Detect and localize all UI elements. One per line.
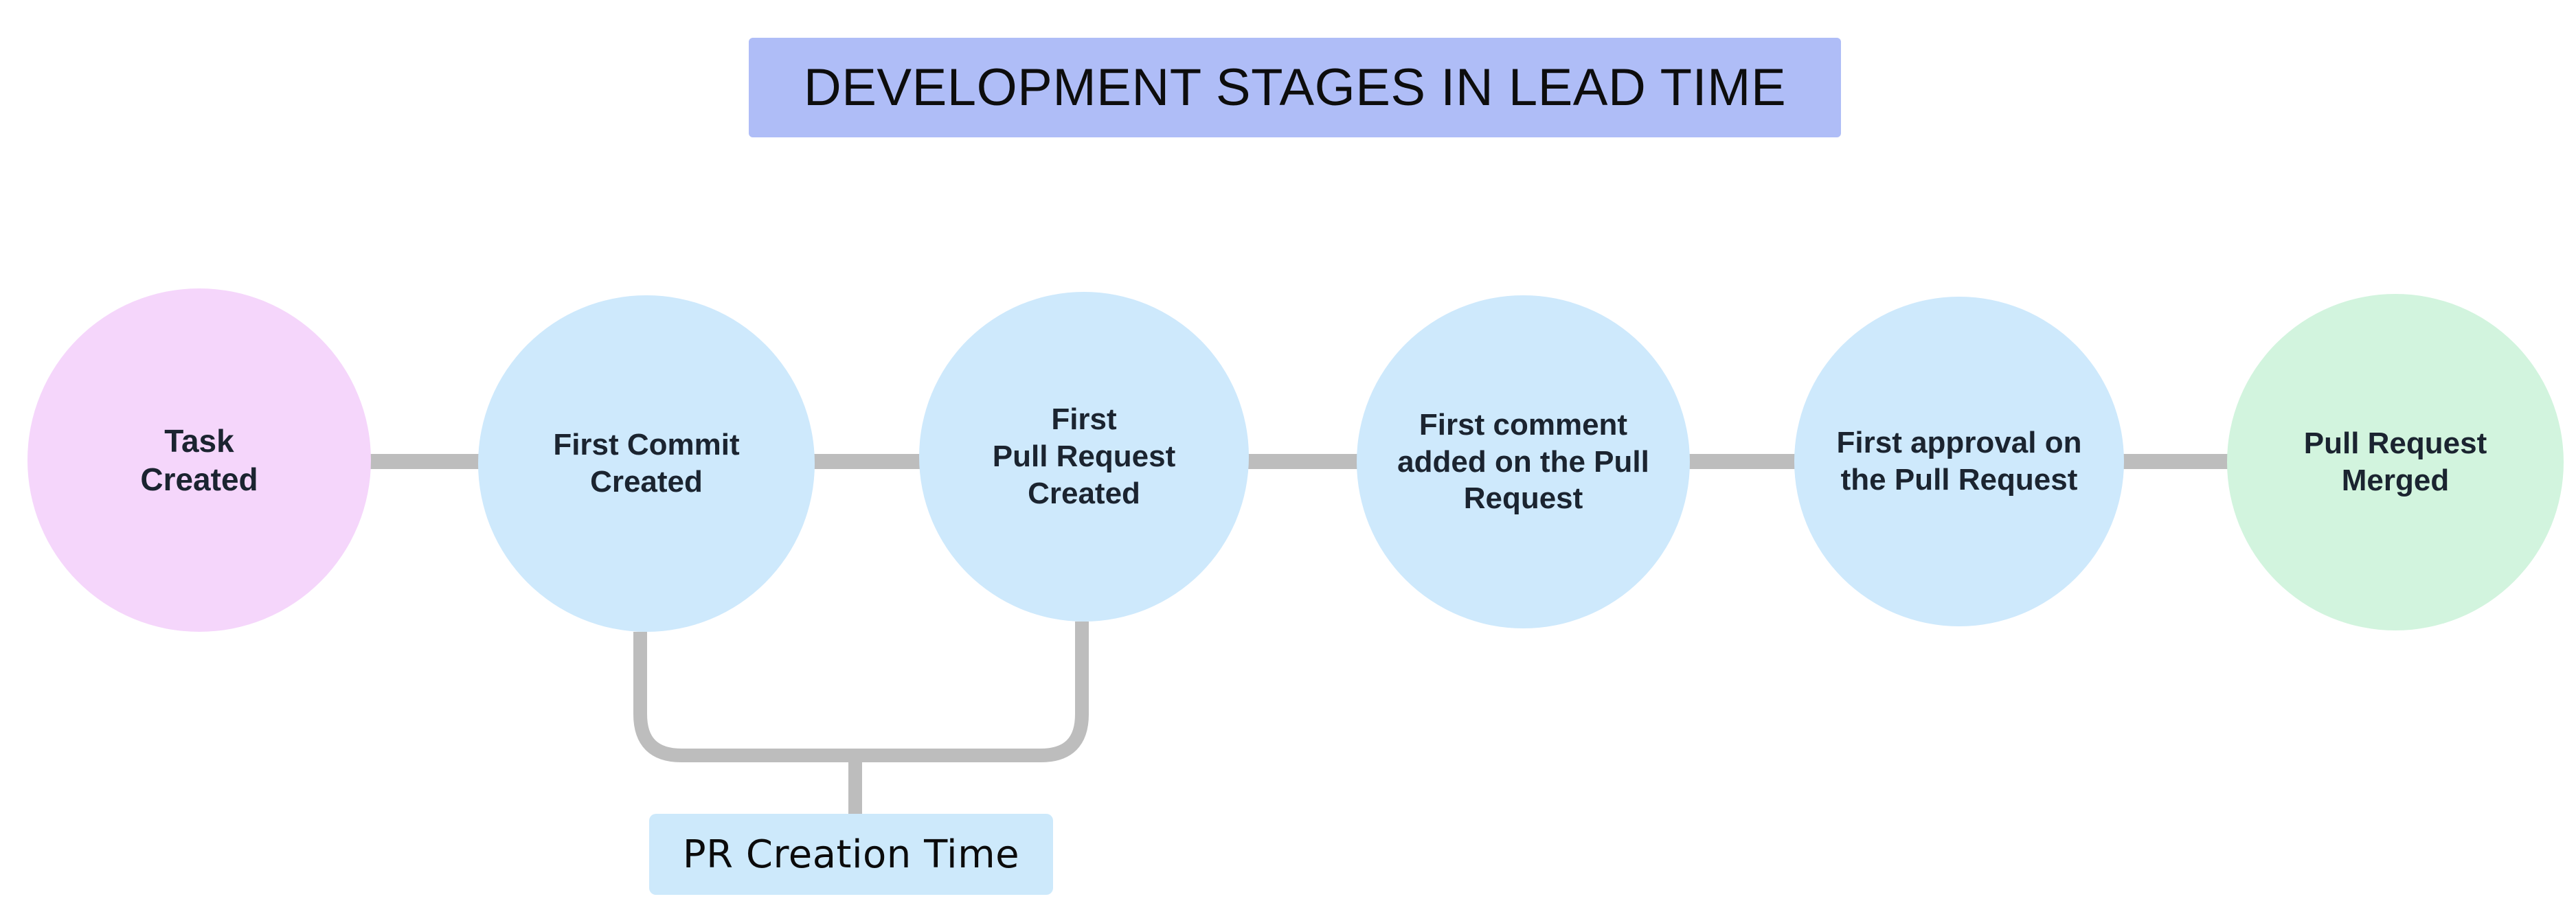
node-label: First Pull Request Created (992, 402, 1176, 510)
node-label: First approval on the Pull Request (1836, 426, 2082, 497)
node-label: Task Created (140, 422, 258, 497)
node-first-approval[interactable]: First approval on the Pull Request (1794, 297, 2124, 626)
annotation-label: PR Creation Time (682, 832, 1020, 877)
annotation-pr-creation-time[interactable]: PR Creation Time (649, 814, 1053, 895)
diagram-title-banner: DEVELOPMENT STAGES IN LEAD TIME (749, 38, 1841, 137)
node-label: Pull Request Merged (2303, 426, 2487, 497)
node-label: First Commit Created (553, 428, 740, 499)
node-task-created[interactable]: Task Created (27, 288, 371, 632)
bracket-left-leg (633, 632, 855, 762)
page-title: DEVELOPMENT STAGES IN LEAD TIME (803, 58, 1787, 117)
node-first-pull-request[interactable]: First Pull Request Created (919, 292, 1249, 622)
bracket-right-leg (855, 622, 1089, 762)
node-first-commit[interactable]: First Commit Created (478, 295, 815, 632)
node-pull-request-merged[interactable]: Pull Request Merged (2227, 294, 2564, 630)
node-label: First comment added on the Pull Request (1397, 407, 1649, 516)
node-first-comment[interactable]: First comment added on the Pull Request (1357, 295, 1690, 628)
